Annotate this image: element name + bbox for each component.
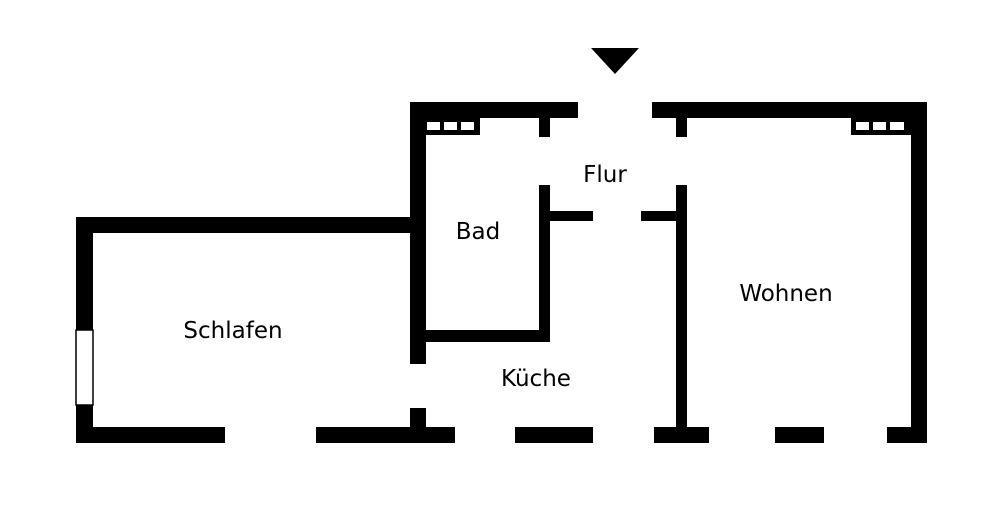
wall-kueche-left-stub	[410, 408, 426, 443]
wall-flur-left-stub	[539, 211, 593, 221]
wall-bad-right-stub	[539, 118, 550, 137]
wall-flur-right-stub	[641, 211, 687, 221]
entrance-arrow-icon	[591, 48, 639, 74]
wall-top-right	[652, 102, 927, 118]
wall-bad-bottom	[410, 330, 550, 342]
wall-top-left	[410, 102, 578, 118]
window-schlafen-left	[75, 329, 94, 406]
wall-schlafen-left-upper	[76, 217, 93, 330]
wall-bottom-5	[775, 427, 824, 443]
walls	[76, 102, 927, 443]
room-label-bad: Bad	[456, 219, 500, 245]
room-label-kueche: Küche	[501, 366, 571, 392]
radiator-icon	[422, 118, 480, 135]
wall-bottom-3	[515, 427, 593, 443]
room-label-flur: Flur	[583, 162, 627, 188]
wall-wohnen-left-stub	[676, 118, 687, 137]
wall-wohnen-left	[676, 185, 687, 443]
room-label-schlafen: Schlafen	[183, 318, 282, 344]
wall-bottom-2	[316, 427, 455, 443]
wall-right	[911, 102, 927, 443]
wall-bad-right	[539, 185, 550, 342]
radiator-icon	[851, 118, 911, 135]
wall-bottom-1	[76, 427, 225, 443]
wall-bad-left	[410, 102, 426, 364]
room-label-wohnen: Wohnen	[739, 281, 832, 307]
wall-schlafen-top	[76, 217, 426, 233]
